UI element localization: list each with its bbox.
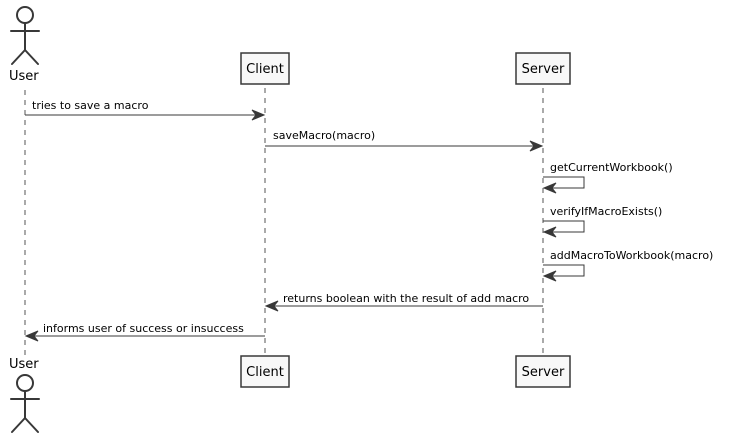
stick-figure-icon xyxy=(10,374,40,433)
participant-label: Server xyxy=(522,62,565,77)
message-1: tries to save a macro xyxy=(25,99,266,121)
message-2: saveMacro(macro) xyxy=(265,129,544,152)
message-label: saveMacro(macro) xyxy=(273,129,375,142)
actor-label: User xyxy=(9,69,39,84)
stick-figure-icon xyxy=(10,6,40,65)
participant-client-top: Client xyxy=(240,52,290,85)
participant-client-bottom: Client xyxy=(240,355,290,388)
message-label: addMacroToWorkbook(macro) xyxy=(550,249,713,262)
message-4: verifyIfMacroExists() xyxy=(542,205,662,238)
message-3: getCurrentWorkbook() xyxy=(542,161,673,194)
message-label: getCurrentWorkbook() xyxy=(550,161,673,174)
participant-label: Server xyxy=(522,365,565,380)
actor-label: User xyxy=(9,357,39,372)
message-label: returns boolean with the result of add m… xyxy=(283,292,529,305)
actor-user-top: User xyxy=(9,6,40,84)
message-label: informs user of success or insuccess xyxy=(43,322,244,335)
participant-label: Client xyxy=(246,365,284,380)
message-label: verifyIfMacroExists() xyxy=(550,205,662,218)
message-6: returns boolean with the result of add m… xyxy=(264,292,543,312)
message-label: tries to save a macro xyxy=(32,99,149,112)
participant-label: Client xyxy=(246,62,284,77)
participant-server-bottom: Server xyxy=(515,355,571,388)
message-5: addMacroToWorkbook(macro) xyxy=(542,249,713,282)
participant-server-top: Server xyxy=(515,52,571,85)
actor-user-bottom: User xyxy=(9,357,40,433)
message-7: informs user of success or insuccess xyxy=(24,322,265,342)
